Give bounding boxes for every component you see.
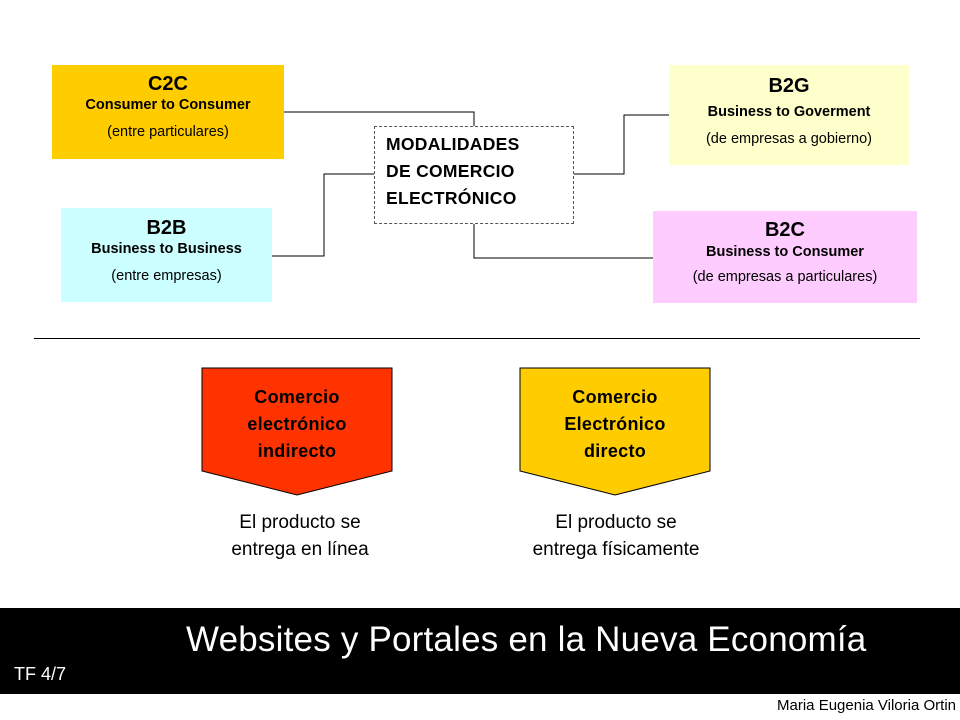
indirect-commerce-shape	[201, 367, 393, 496]
b2g-code: B2G	[768, 75, 810, 97]
indirect-line-3: indirecto	[257, 441, 337, 461]
direct-note-line-1: El producto se	[555, 512, 677, 533]
c2c-code: C2C	[147, 73, 188, 95]
indirect-line-2: electrónico	[247, 414, 347, 434]
b2g-box: B2G Business to Goverment (de empresas a…	[669, 65, 909, 165]
indirect-commerce-label: Comercio electrónico indirecto	[202, 384, 392, 465]
connector-b2c	[473, 224, 653, 259]
direct-note-line-2: entrega físicamente	[532, 539, 700, 560]
center-line-1: MODALIDADES	[386, 134, 520, 154]
b2g-description: (de empresas a gobierno)	[705, 131, 873, 147]
section-divider	[34, 338, 920, 339]
direct-commerce-label: Comercio Electrónico directo	[520, 384, 710, 465]
c2c-box: C2C Consumer to Consumer (entre particul…	[52, 65, 284, 159]
author-name: Maria Eugenia Viloria Ortin	[777, 697, 956, 714]
c2c-description: (entre particulares)	[107, 124, 229, 140]
connector-b2g	[574, 114, 669, 175]
direct-delivery-note: El producto se entrega físicamente	[498, 509, 734, 563]
slide-number: TF 4/7	[14, 664, 67, 684]
footer-bar	[0, 608, 960, 694]
c2c-full-name: Consumer to Consumer	[85, 97, 251, 113]
center-line-3: ELECTRÓNICO	[386, 188, 517, 208]
direct-line-2: Electrónico	[564, 414, 666, 434]
connector-b2b	[272, 173, 374, 257]
b2c-full-name: Business to Consumer	[706, 244, 864, 260]
b2c-description: (de empresas a particulares)	[692, 269, 878, 285]
b2b-description: (entre empresas)	[111, 268, 222, 284]
direct-line-3: directo	[583, 441, 647, 461]
direct-line-1: Comercio	[572, 387, 658, 407]
indirect-line-1: Comercio	[254, 387, 340, 407]
b2b-full-name: Business to Business	[91, 241, 242, 257]
b2c-box: B2C Business to Consumer (de empresas a …	[653, 211, 917, 303]
b2g-full-name: Business to Goverment	[707, 104, 871, 120]
direct-commerce-shape	[519, 367, 711, 496]
b2b-code: B2B	[146, 217, 187, 239]
footer-title: Websites y Portales en la Nueva Economía	[186, 620, 867, 659]
connector-c2c	[284, 111, 475, 126]
indirect-delivery-note: El producto se entrega en línea	[190, 509, 410, 563]
center-modalities-box: MODALIDADES DE COMERCIO ELECTRÓNICO	[374, 126, 574, 224]
center-line-2: DE COMERCIO	[386, 161, 515, 181]
indirect-note-line-2: entrega en línea	[231, 539, 369, 560]
b2c-code: B2C	[764, 219, 805, 241]
b2b-box: B2B Business to Business (entre empresas…	[61, 208, 272, 302]
indirect-note-line-1: El producto se	[239, 512, 361, 533]
